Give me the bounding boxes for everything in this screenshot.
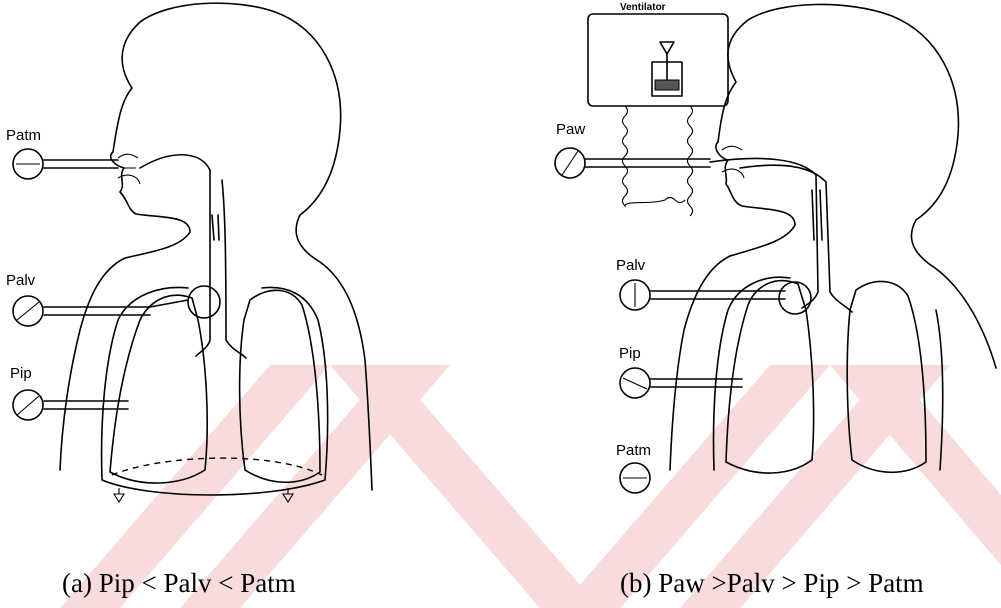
ventilator-label: Ventilator [620,2,666,13]
panel-b-paw-label: Paw [556,121,585,138]
ventilator-arrow-icon [660,42,674,80]
panel-a-airway [140,155,246,358]
ventilator-piston [655,80,679,90]
ventilator-corrugated-tube [623,106,693,216]
panel-a-down-arrow-left [114,488,124,502]
panel-b-patm-label: Patm [616,442,651,459]
panel-b-body-outline [670,4,996,470]
panel-b-palv-label: Palv [616,257,646,274]
panel-b-alveolus [779,282,811,314]
panel-a-caption: (a) Pip < Palv < Patm [62,568,296,598]
panel-a-body-outline [60,3,372,490]
panel-a-palv-label: Palv [6,272,36,289]
ventilator-box [588,14,728,106]
panel-a-patm-label: Patm [6,127,41,144]
panel-b-pip-label: Pip [619,345,641,362]
panel-b-caption: (b) Paw >Palv > Pip > Patm [620,568,924,598]
panel-a-pip-label: Pip [10,365,32,382]
